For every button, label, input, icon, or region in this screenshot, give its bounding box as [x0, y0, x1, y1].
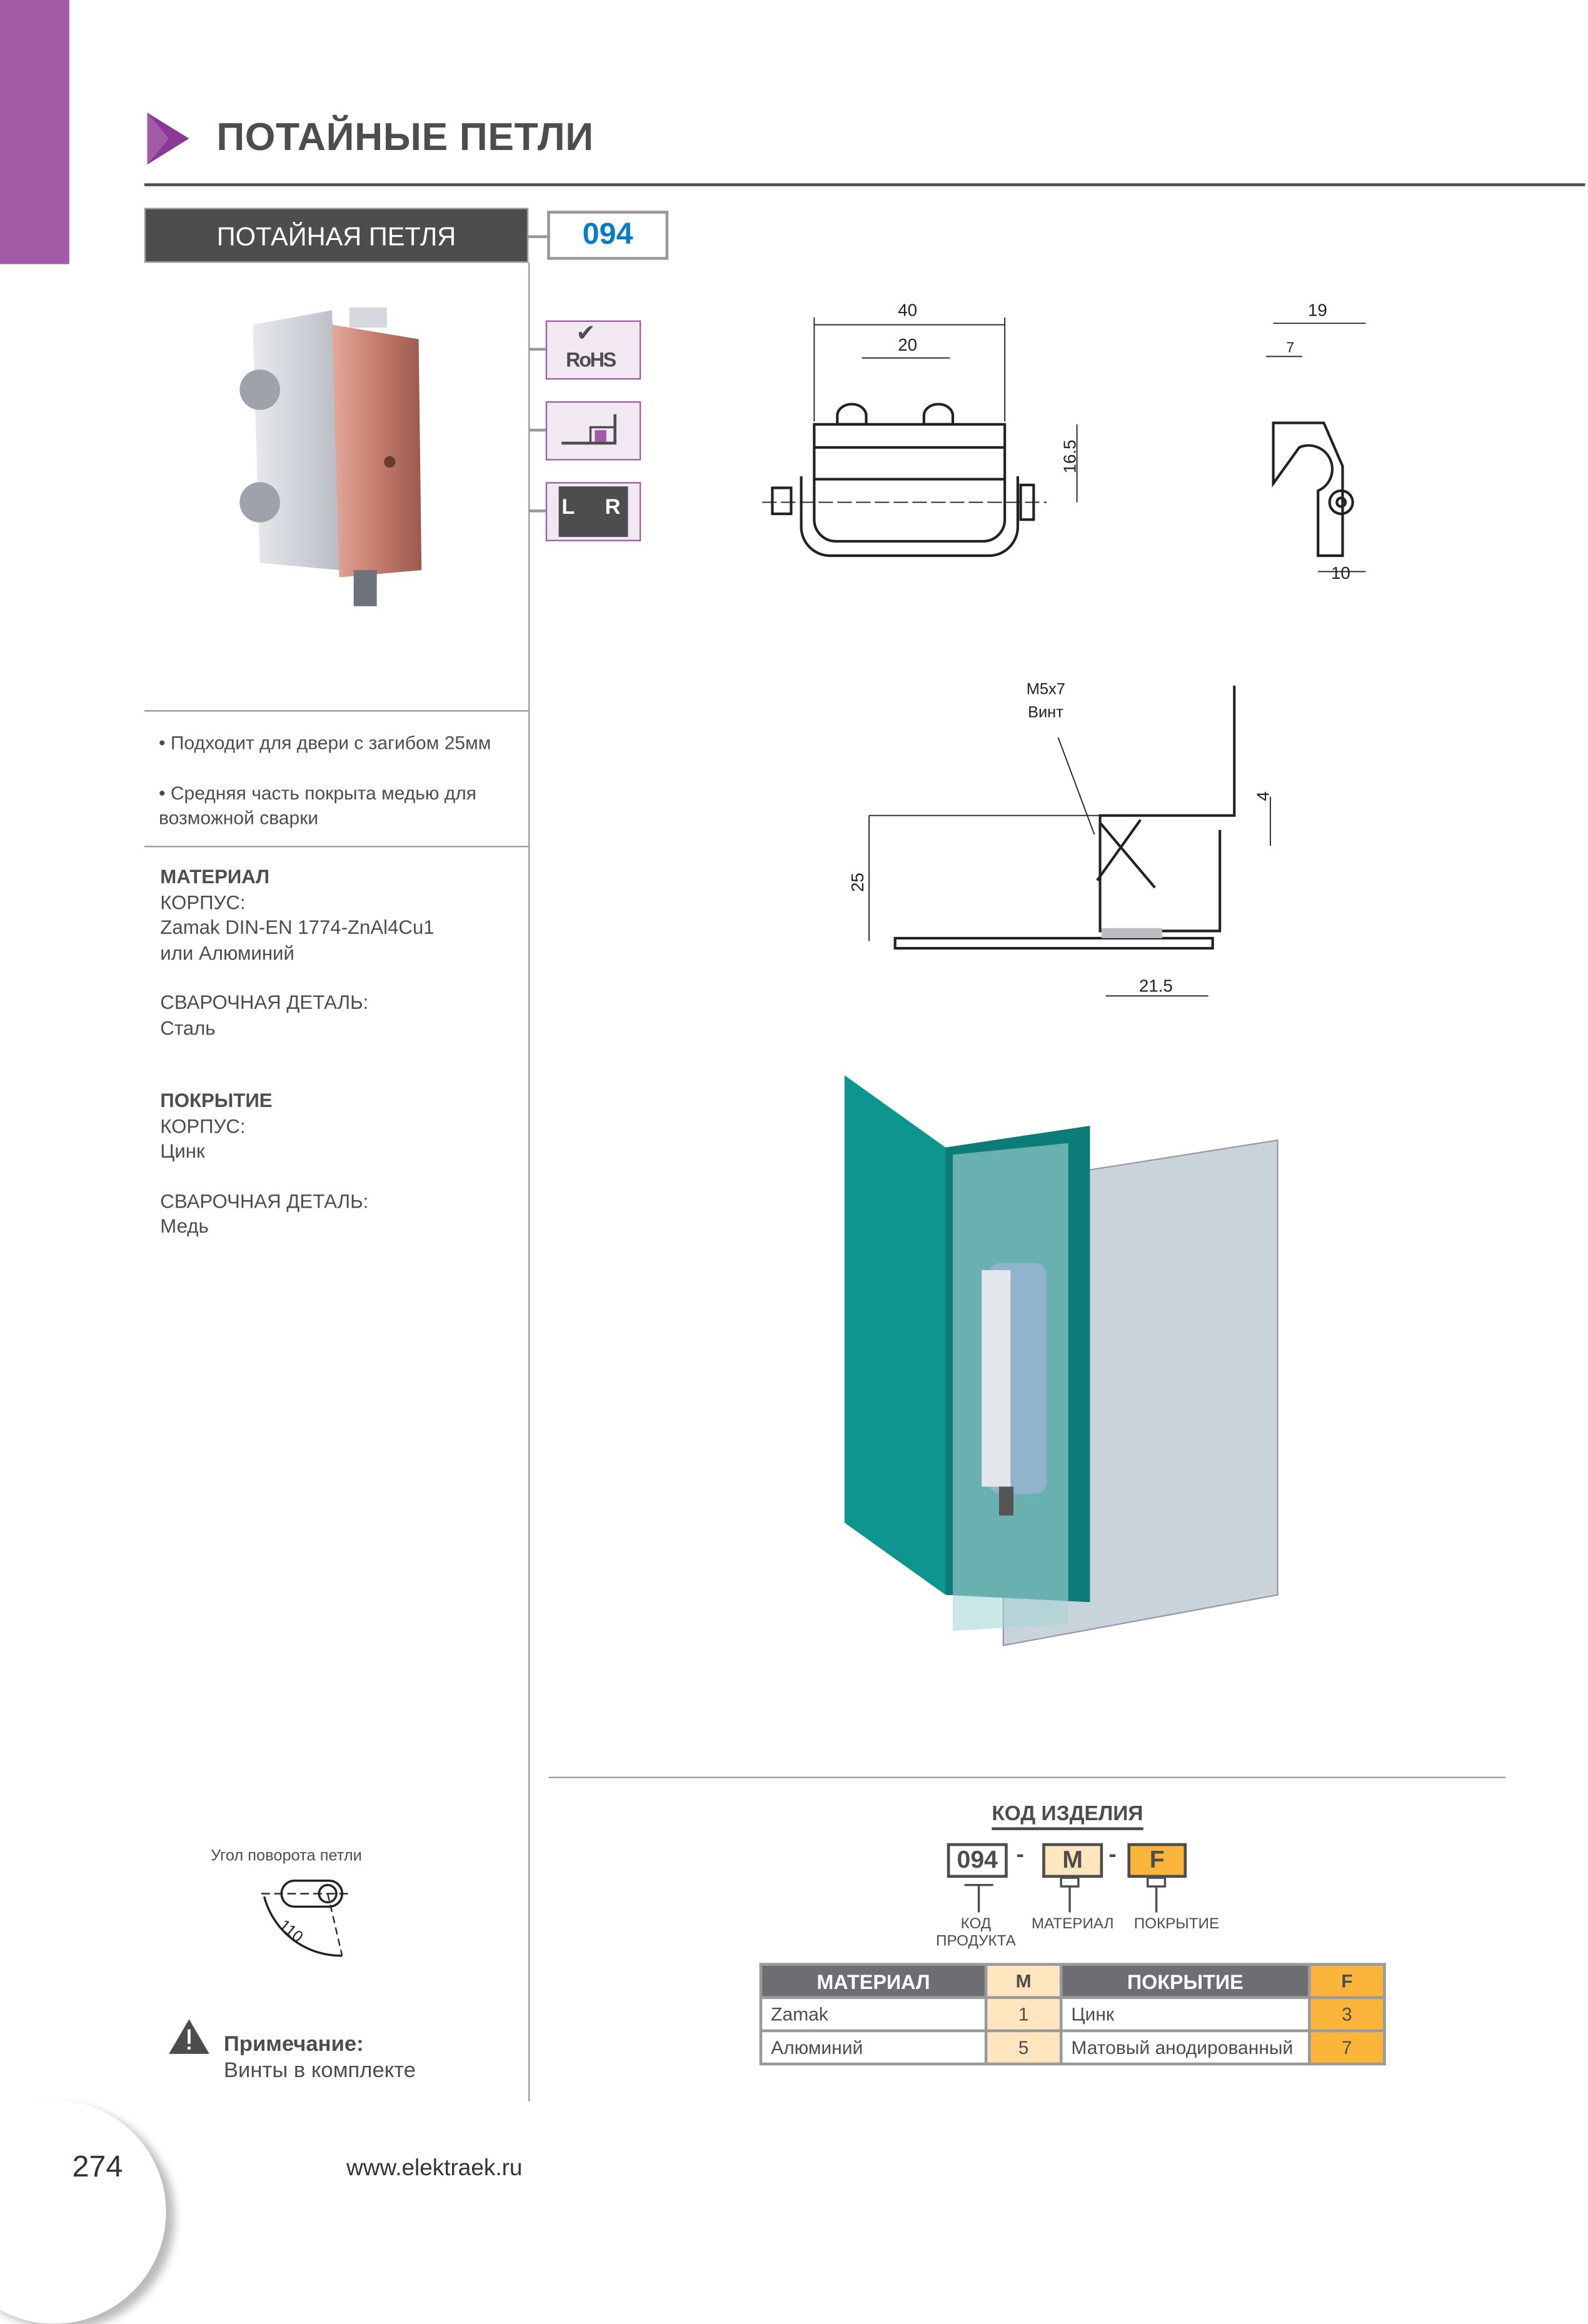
accent-bar [0, 0, 69, 264]
divider [144, 710, 529, 712]
material-header: МАТЕРИАЛ [759, 1963, 988, 2000]
order-code-title: КОД ИЗДЕЛИЯ [992, 1803, 1143, 1830]
coating-header: ПОКРЫТИЕ [1059, 1963, 1311, 2000]
left-right-icon: L R [545, 482, 641, 541]
screw-size-label: M5x7 [1027, 681, 1065, 698]
left-label: L [561, 495, 575, 520]
product-photo [239, 307, 422, 606]
dim-4: 4 [1254, 791, 1273, 801]
code-label-coating: ПОКРЫТИЕ [1133, 1915, 1220, 1933]
code-part-product: 094 [947, 1843, 1008, 1878]
weld-mount-icon [545, 401, 641, 461]
section-arrow-icon [147, 113, 189, 165]
product-code: 094 [547, 211, 669, 260]
coating-section: ПОКРЫТИЕ КОРПУС: Цинк СВАРОЧНАЯ ДЕТАЛЬ: … [160, 1088, 368, 1239]
dim-21-5: 21.5 [1139, 976, 1173, 995]
warning-icon [169, 2019, 209, 2054]
page-number-badge [0, 2100, 166, 2324]
column-divider [528, 263, 530, 2102]
dim-25: 25 [848, 873, 867, 892]
coating-body-value: Цинк [160, 1140, 205, 1162]
material-code-cell: 1 [984, 1996, 1063, 2033]
page-number: 274 [72, 2150, 123, 2184]
material-body-value: Zamak DIN-EN 1774-ZnAl4Cu1 [160, 916, 435, 938]
table-header-row: МАТЕРИАЛ M ПОКРЫТИЕ F [759, 1963, 1386, 2000]
options-table: МАТЕРИАЛ M ПОКРЫТИЕ F Zamak 1 Цинк 3 Алю… [759, 1963, 1386, 2066]
coating-weld-label: СВАРОЧНАЯ ДЕТАЛЬ: [160, 1190, 369, 1212]
material-body-value-alt: или Алюминий [160, 941, 294, 964]
material-cell: Алюминий [759, 2029, 988, 2066]
dim-7: 7 [1286, 339, 1294, 355]
coating-heading: ПОКРЫТИЕ [160, 1089, 273, 1112]
note-text: Винты в комплекте [223, 2058, 416, 2083]
material-code-header: M [984, 1963, 1063, 2000]
connector-line [530, 509, 546, 513]
material-code-cell: 5 [984, 2029, 1063, 2066]
code-label-material: МАТЕРИАЛ [1031, 1915, 1114, 1933]
technical-drawing: 40 20 16.5 19 7 10 M5x7 Винт 25 4 21.5 [762, 301, 1366, 997]
material-section: МАТЕРИАЛ КОРПУС: Zamak DIN-EN 1774-ZnAl4… [160, 864, 434, 1041]
coating-body-label: КОРПУС: [160, 1114, 246, 1137]
divider [144, 846, 529, 848]
connector-line [530, 348, 546, 351]
coating-cell: Цинк [1059, 1996, 1311, 2033]
section-divider [548, 1776, 1506, 1778]
rotation-label: Угол поворота петли [211, 1847, 362, 1865]
dim-19: 19 [1308, 301, 1327, 320]
material-body-label: КОРПУС: [160, 891, 246, 913]
material-heading: МАТЕРИАЛ [160, 866, 270, 888]
rotation-angle-icon: 110 [261, 1880, 351, 1957]
code-part-coating: F [1127, 1843, 1187, 1878]
connector-line [528, 235, 548, 239]
feature-item: • Средняя часть покрыта медью для возмож… [159, 782, 477, 829]
note-title: Примечание: [223, 2032, 364, 2057]
coating-code-cell: 3 [1308, 1996, 1386, 2033]
dim-16-5: 16.5 [1060, 439, 1079, 473]
table-row: Zamak 1 Цинк 3 [759, 1996, 1386, 2033]
code-part-material: M [1042, 1843, 1103, 1878]
feature-item: • Подходит для двери с загибом 25мм [159, 731, 491, 754]
rohs-icon: ✔ RoHS [545, 320, 641, 380]
rohs-label: RoHS [566, 348, 616, 371]
section-title: ПОТАЙНЫЕ ПЕТЛИ [216, 115, 594, 159]
code-separator: - [1108, 1843, 1117, 1868]
right-label: R [605, 495, 621, 520]
table-row: Алюминий 5 Матовый анодированный 7 [759, 2029, 1386, 2066]
header-divider [144, 183, 1585, 186]
connector-line [530, 428, 546, 432]
coating-weld-value: Медь [160, 1215, 209, 1237]
dim-20: 20 [898, 335, 917, 354]
material-cell: Zamak [759, 1996, 988, 2033]
code-connectors [964, 1878, 1167, 1913]
screw-label: Винт [1028, 704, 1063, 721]
rotation-angle-value: 110 [276, 1916, 306, 1946]
material-weld-label: СВАРОЧНАЯ ДЕТАЛЬ: [160, 991, 369, 1013]
code-label-product: КОД ПРОДУКТА [936, 1915, 1016, 1950]
website-link[interactable]: www.elektraek.ru [346, 2156, 523, 2181]
coating-code-header: F [1308, 1963, 1386, 2000]
code-separator: - [1016, 1843, 1024, 1868]
dim-10: 10 [1331, 563, 1350, 583]
check-icon: ✔ [576, 321, 596, 347]
material-weld-value: Сталь [160, 1016, 216, 1039]
product-name: ПОТАЙНАЯ ПЕТЛЯ [144, 208, 529, 263]
dim-40: 40 [898, 301, 917, 320]
installation-illustration [844, 1075, 1279, 1646]
coating-cell: Матовый анодированный [1059, 2029, 1311, 2066]
coating-code-cell: 7 [1308, 2029, 1386, 2066]
